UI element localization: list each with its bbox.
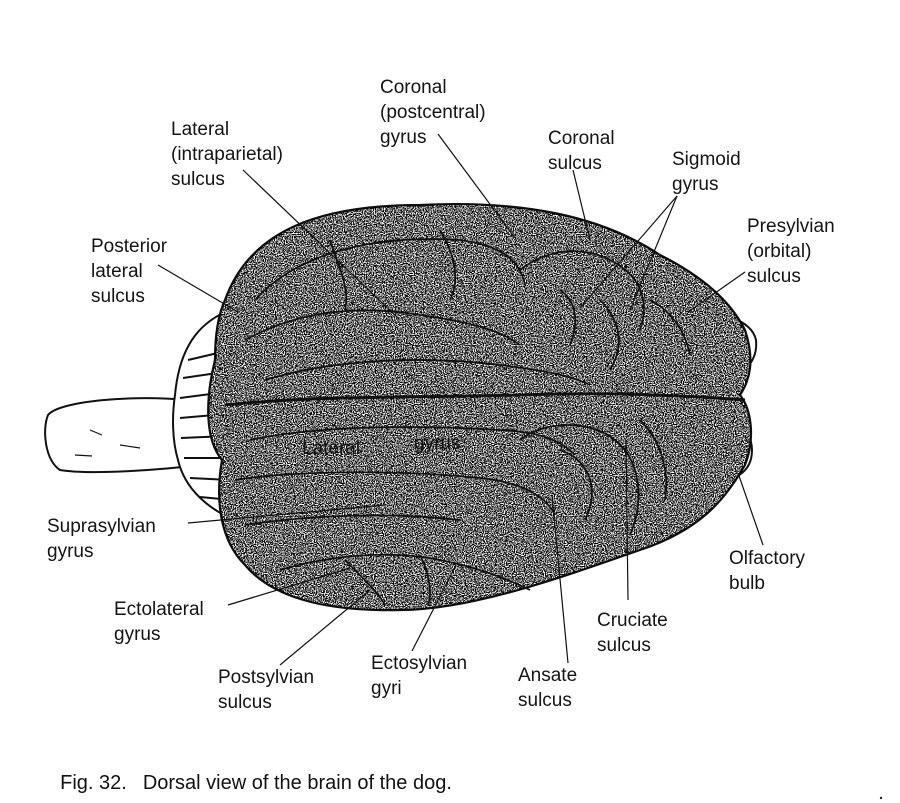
label-coronal-gyrus: Coronal (postcentral) gyrus xyxy=(380,77,486,148)
figure-number: Fig. 32. xyxy=(60,772,127,794)
label-coronal-sulcus: Coronal sulcus xyxy=(548,128,615,174)
leader-lines xyxy=(157,133,764,666)
label-olfactory-bulb: Olfactory bulb xyxy=(729,548,806,594)
figure-caption-text: Dorsal view of the brain of the dog. xyxy=(142,772,452,794)
label-lateral-gyrus-2: gyrus xyxy=(414,433,461,454)
label-lateral-sulcus: Lateral (intraparietal) sulcus xyxy=(171,119,283,190)
figure-caption: Fig. 32. Dorsal view of the brain of the … xyxy=(49,749,452,795)
label-presylvian-sulcus: Presylvian (orbital) sulcus xyxy=(747,216,835,287)
label-postsylvian-sulcus: Postsylvian sulcus xyxy=(218,667,315,713)
label-suprasylvian-gyrus: Suprasylvian gyrus xyxy=(47,516,156,562)
label-ectosylvian-gyri: Ectosylvian gyri xyxy=(371,653,468,699)
label-sigmoid-gyrus: Sigmoid gyrus xyxy=(672,149,741,195)
label-cruciate-sulcus: Cruciate sulcus xyxy=(597,610,668,656)
label-posterior-lateral-sulcus: Posterior lateral sulcus xyxy=(91,236,168,307)
speck xyxy=(879,796,883,800)
label-lateral-gyrus: Lateral xyxy=(302,438,361,459)
label-ectolateral-gyrus: Ectolateral gyrus xyxy=(114,599,204,645)
cerebral-hemispheres xyxy=(207,202,753,612)
label-ansate-sulcus: Ansate sulcus xyxy=(518,665,578,711)
brain-stem xyxy=(44,397,201,474)
